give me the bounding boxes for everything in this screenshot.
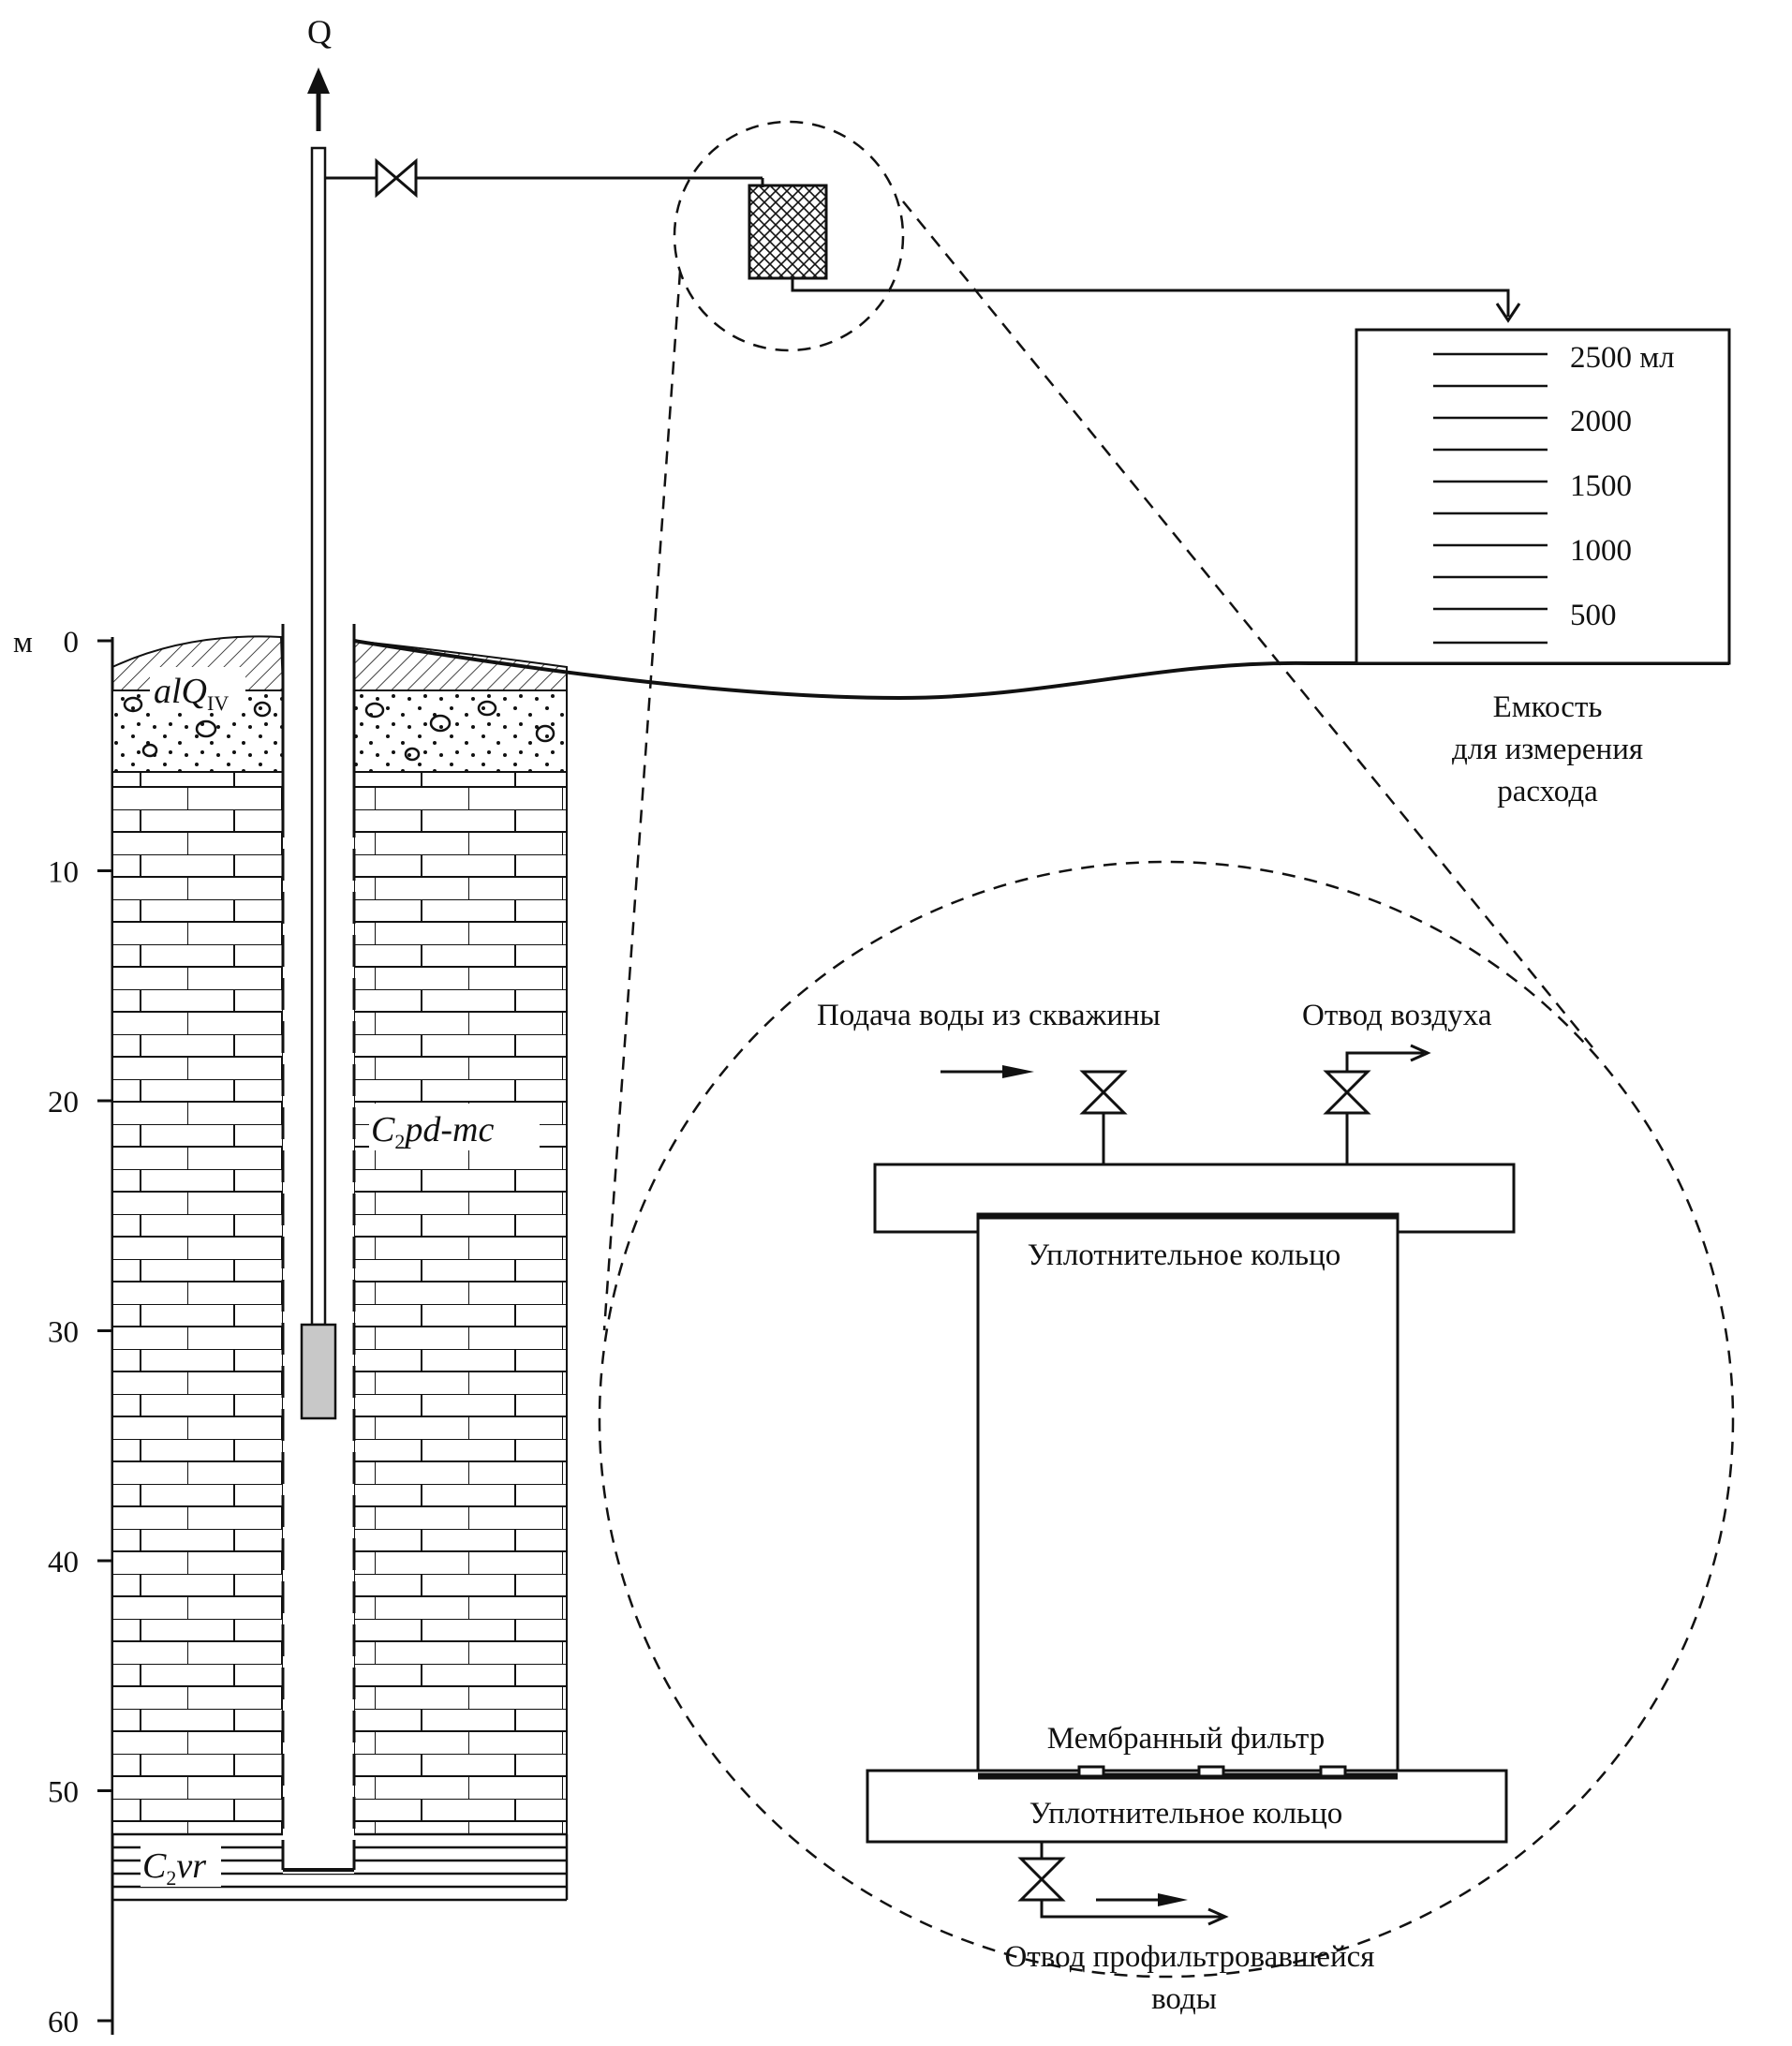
inlet-valve-icon: [1079, 1070, 1128, 1115]
scale-mark-2500: 2500 мл: [1570, 341, 1675, 375]
container-caption-line-1: Емкость: [1493, 690, 1603, 724]
outlet-flow-arrow-icon: [1158, 1893, 1188, 1906]
pebbles: [123, 696, 555, 762]
outlet-valve-icon: [1017, 1857, 1066, 1902]
depth-tick-label: 40: [48, 1546, 79, 1579]
membrane-label: Мембранный фильтр: [1047, 1722, 1325, 1756]
membrane-supports: [1077, 1765, 1347, 1778]
inlet-label: Подача воды из скважины: [817, 999, 1161, 1032]
submersible-pump: [300, 1323, 337, 1420]
scale-mark-500: 500: [1570, 599, 1617, 632]
depth-tick-label: 50: [48, 1776, 79, 1810]
top-seal-label: Уплотнительное кольцо: [1028, 1238, 1341, 1272]
measuring-container: 2500 мл 2000 1500 1000 500 Емкость для и…: [1355, 328, 1731, 808]
container-scale-lines: [1433, 352, 1548, 645]
formation-labels: alQIV C2pd-mc C2vr: [141, 667, 540, 1890]
depth-tick-label: 60: [48, 2006, 79, 2039]
surface-pipeline: [325, 176, 1510, 317]
gravel-layer-right: [353, 689, 568, 773]
ground-surface-line: [353, 639, 1729, 701]
outlet-arrow-icon: [1207, 1907, 1229, 1926]
container-caption-line-3: расхода: [1497, 775, 1598, 808]
zoom-source-circle: [673, 120, 905, 352]
limestone-layer-right: [353, 771, 568, 1835]
alluvial-cover-layer-right: [353, 639, 568, 691]
air-outlet-label: Отвод воздуха: [1302, 999, 1492, 1032]
air-outlet-arrow-icon: [1410, 1044, 1431, 1062]
inlet-flow-arrow-icon: [1002, 1065, 1034, 1078]
zoom-line-right: [902, 200, 1593, 1048]
bottom-flange: [866, 1769, 1508, 1844]
depth-tick-label: 10: [48, 856, 79, 890]
outlet-label-line-2: воды: [1151, 1982, 1217, 2016]
alluvial-formation-label: alQIV: [154, 672, 229, 715]
depth-unit-label: м: [13, 626, 33, 660]
outlet-label-line-1: Отвод профильтровавшейся: [1005, 1940, 1375, 1974]
filter-unit-small: [748, 184, 828, 280]
container-inlet-arrow-icon: [1495, 303, 1521, 323]
depth-tick-label: 30: [48, 1316, 79, 1350]
flow-arrow-icon: [307, 67, 330, 94]
limestone-layer-left: [111, 771, 284, 1835]
zoom-line-left: [602, 271, 682, 1331]
well: Q: [281, 13, 356, 1874]
depth-ticks: 0 10 20 30 40 50 60: [48, 626, 112, 2039]
riser-pipe: [310, 146, 327, 1327]
air-outlet-valve-icon: [1323, 1070, 1371, 1115]
scale-mark-1000: 1000: [1570, 534, 1632, 568]
container-caption-line-2: для измерения: [1452, 733, 1643, 766]
zoom-detail-ellipse: [598, 860, 1735, 1979]
filter-housing: [976, 1212, 1400, 1780]
flow-label: Q: [307, 13, 332, 51]
container-body: [1355, 328, 1731, 665]
depth-tick-label: 0: [64, 626, 80, 660]
wellhead-valve-icon: [375, 157, 418, 199]
scale-mark-2000: 2000: [1570, 405, 1632, 438]
scale-mark-1500: 1500: [1570, 469, 1632, 503]
vereya-formation-label: C2vr: [142, 1846, 206, 1890]
podolsk-myachkovo-formation-label: C2pd-mc: [371, 1110, 494, 1153]
depth-axis: 0 10 20 30 40 50 60 м: [13, 626, 114, 2039]
depth-tick-label: 20: [48, 1086, 79, 1119]
bottom-seal-label: Уплотнительное кольцо: [1029, 1797, 1343, 1831]
zoom-callout: [598, 120, 1735, 1979]
filter-unit-detail: Подача воды из скважины Отвод воздуха Уп…: [817, 999, 1516, 2016]
